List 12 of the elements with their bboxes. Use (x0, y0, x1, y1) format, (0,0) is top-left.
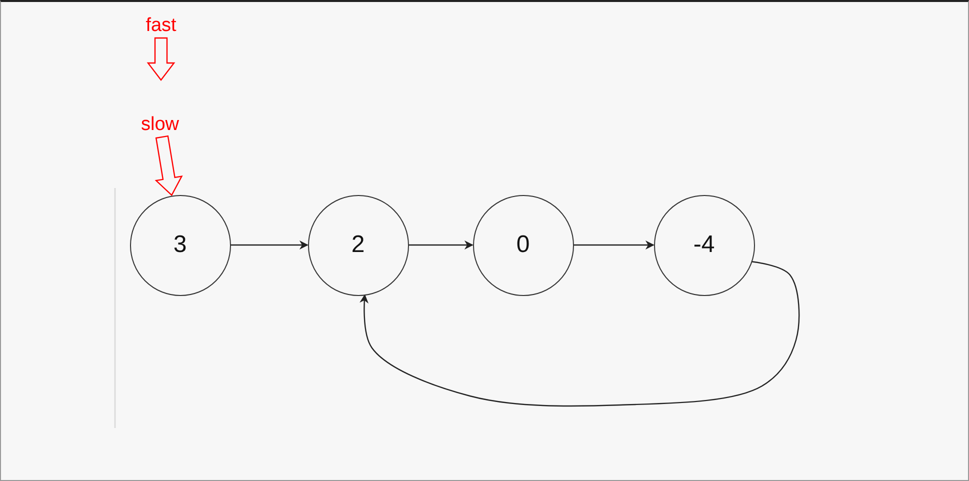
pointer-label: slow (136, 113, 184, 137)
arrow (360, 261, 800, 407)
arrow (408, 240, 474, 250)
pointer-arrow (146, 37, 176, 81)
node-value: 0 (516, 231, 530, 259)
pointer-arrow (154, 135, 183, 196)
node-value: 2 (351, 231, 365, 259)
node-value: 3 (173, 231, 187, 259)
node-value: -4 (693, 231, 715, 259)
arrow (230, 240, 308, 250)
pointer-label: fast (139, 14, 183, 38)
arrow (574, 240, 654, 250)
